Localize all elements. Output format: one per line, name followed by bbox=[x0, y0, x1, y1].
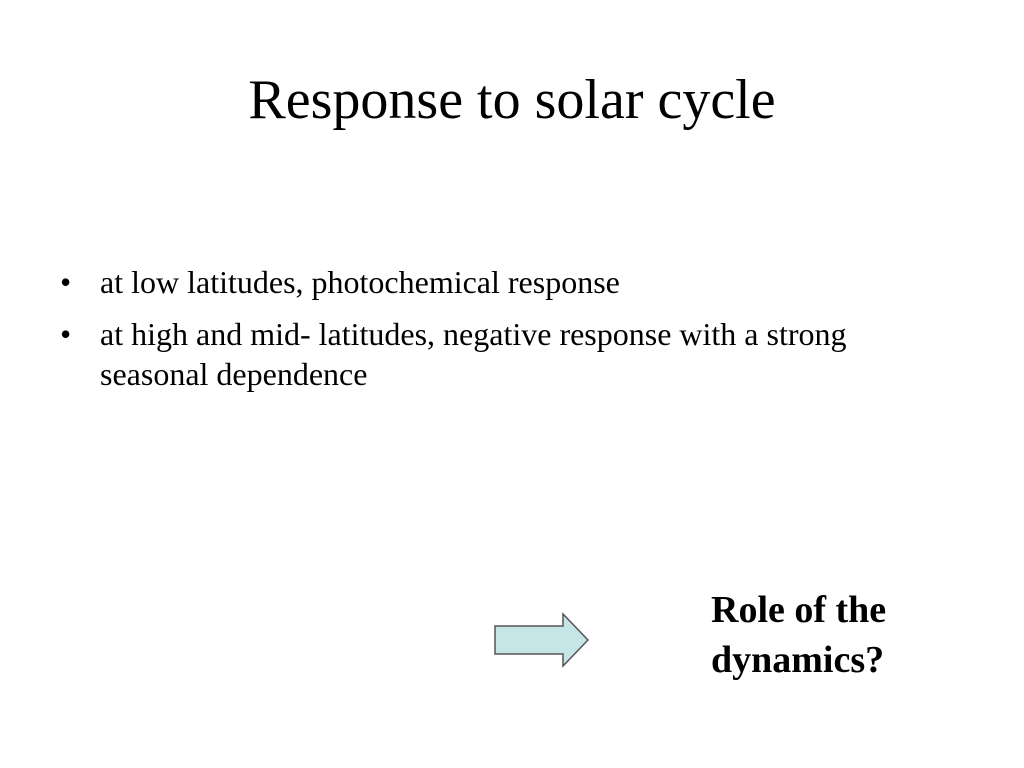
right-arrow-icon bbox=[494, 612, 590, 668]
callout-text: Role of the dynamics? bbox=[711, 585, 991, 685]
callout-line-1: Role of the bbox=[711, 589, 887, 631]
callout-line-2: dynamics? bbox=[711, 639, 885, 681]
bullet-item-2: • at high and mid- latitudes, negative r… bbox=[58, 314, 858, 394]
bullet-marker: • bbox=[60, 316, 72, 352]
bullet-text: at low latitudes, photochemical response bbox=[100, 264, 620, 300]
bullet-list: • at low latitudes, photochemical respon… bbox=[58, 262, 858, 406]
bullet-text: at high and mid- latitudes, negative res… bbox=[100, 316, 847, 392]
arrow-shape bbox=[494, 612, 590, 668]
bullet-marker: • bbox=[60, 264, 72, 300]
bullet-item-1: • at low latitudes, photochemical respon… bbox=[58, 262, 858, 302]
slide-title: Response to solar cycle bbox=[248, 69, 776, 131]
